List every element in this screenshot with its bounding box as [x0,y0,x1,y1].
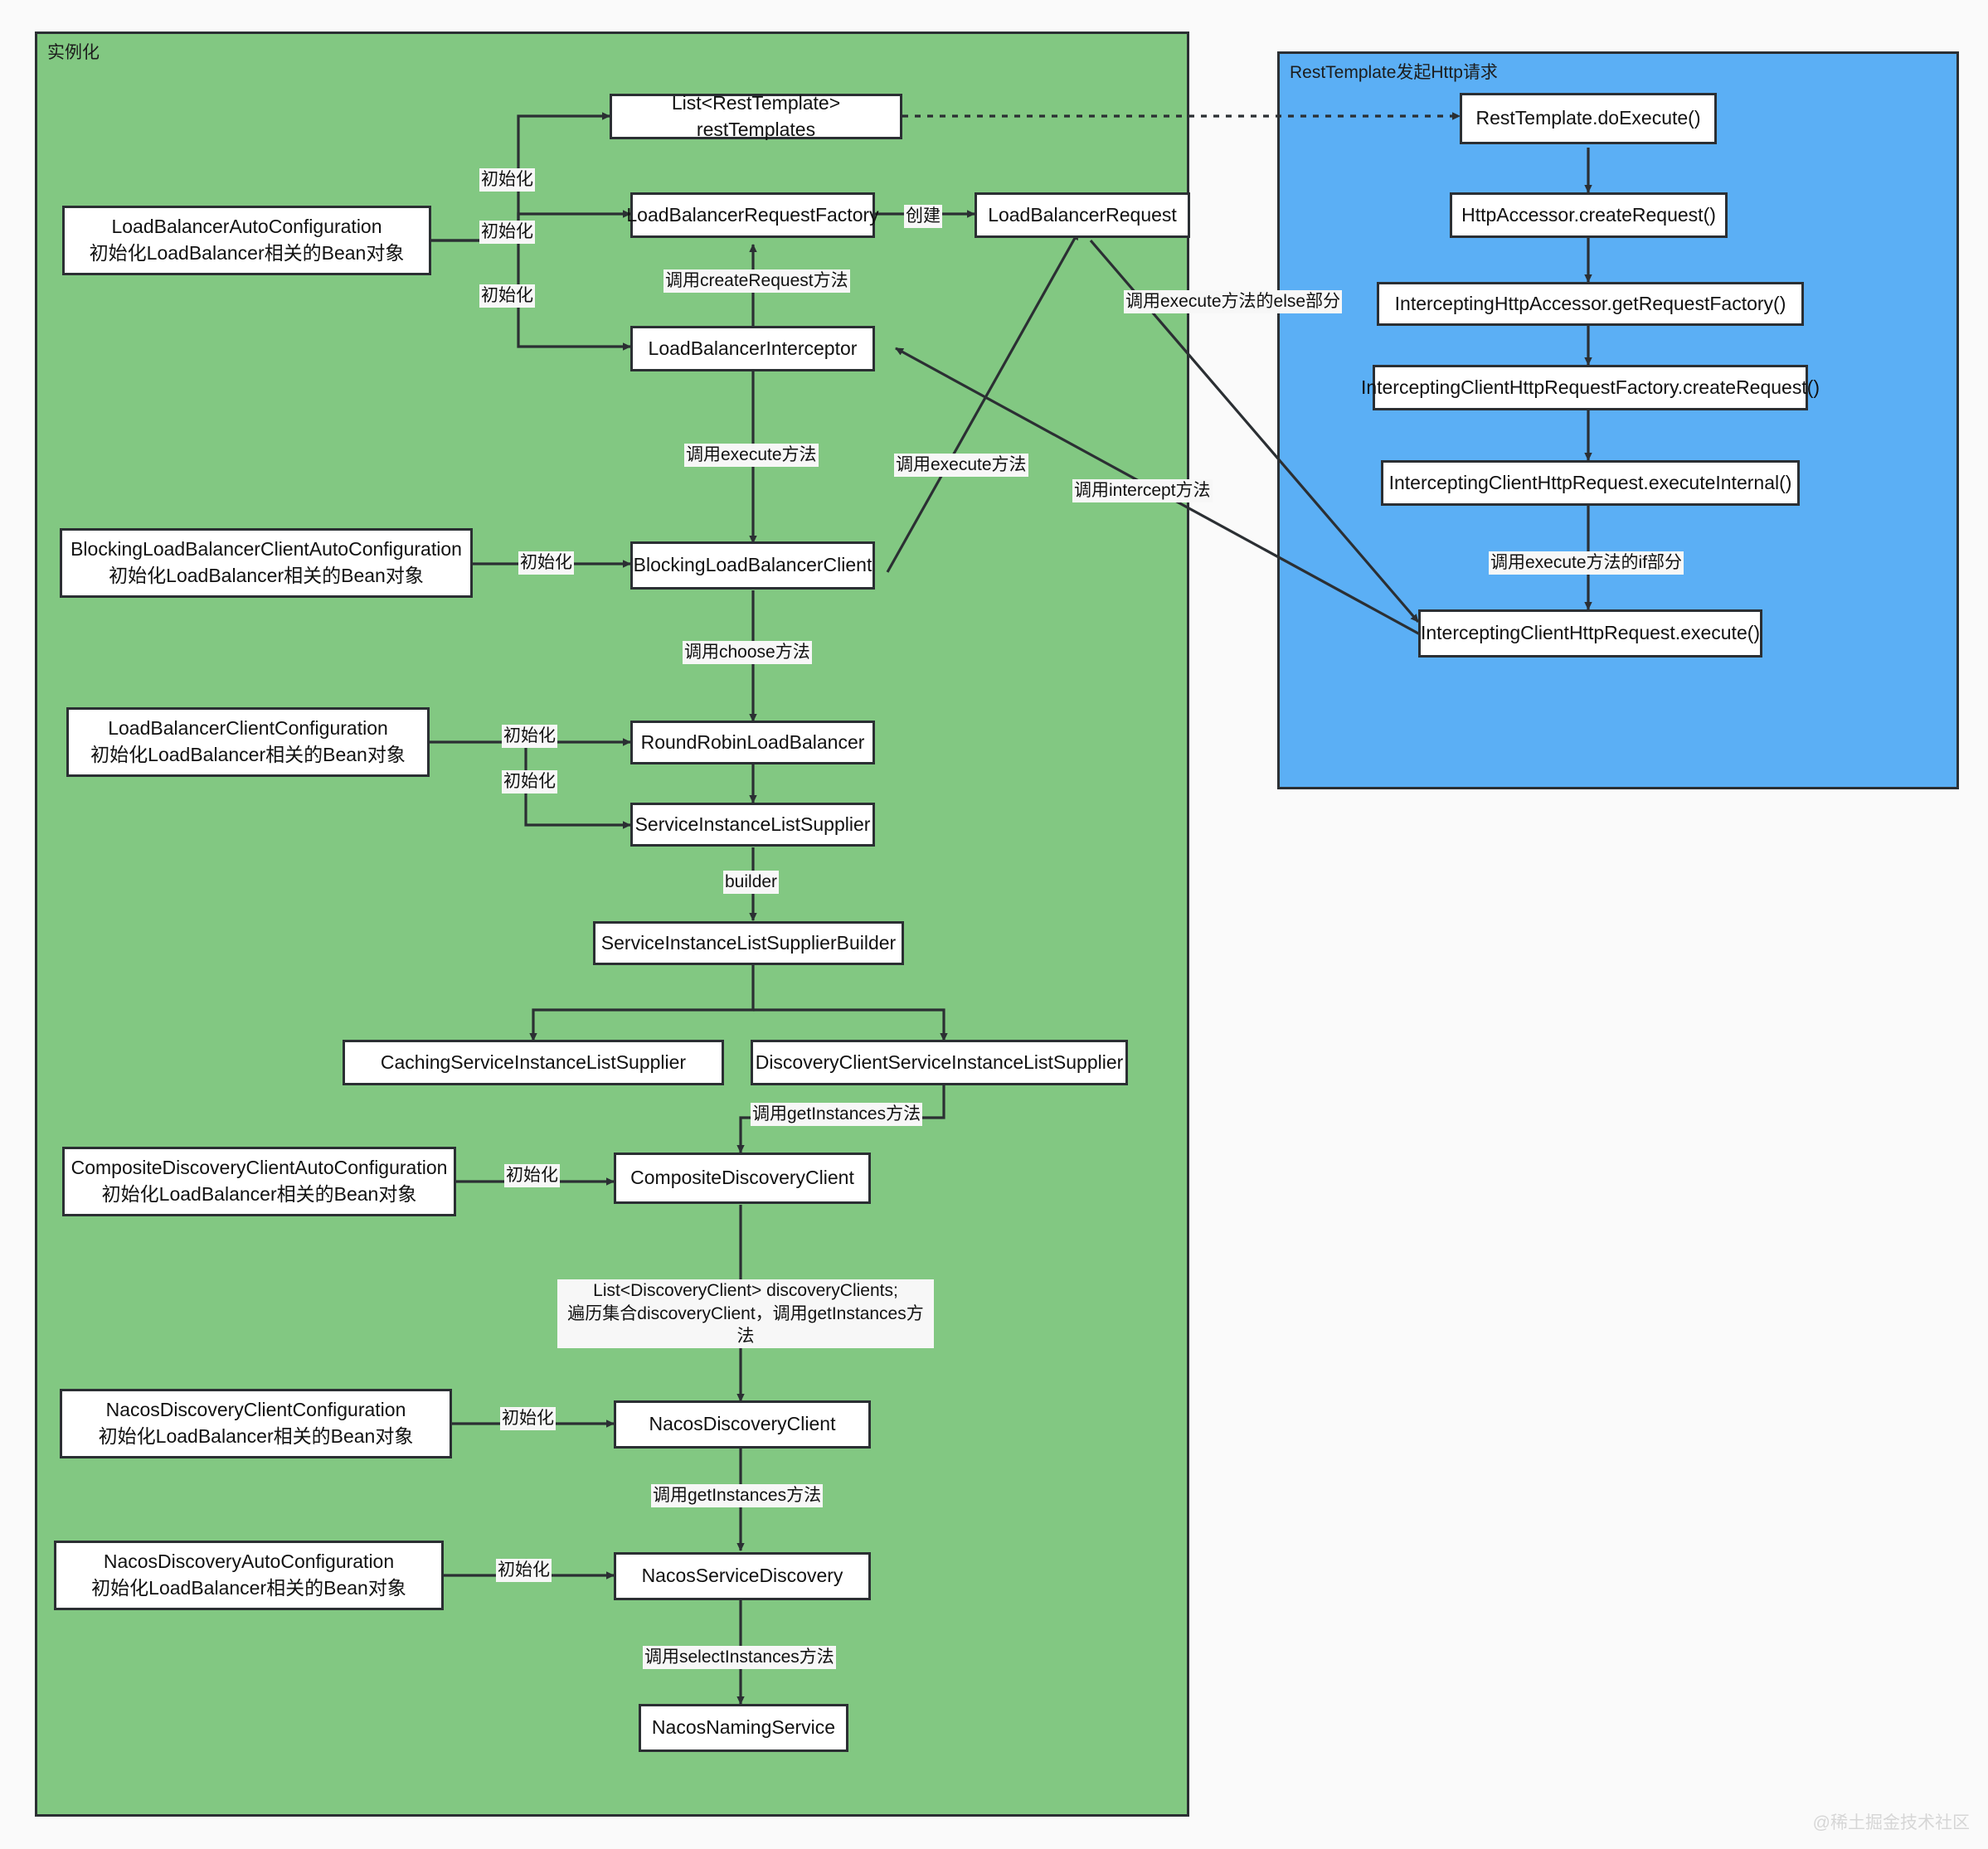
node-rest-templates[interactable]: List<RestTemplate> restTemplates [610,92,902,140]
node-service-instance-list-supplier[interactable]: ServiceInstanceListSupplier [630,803,875,847]
node-composite-discovery-client-autoconfiguration[interactable]: CompositeDiscoveryClientAutoConfiguratio… [62,1147,456,1216]
node-label: ServiceInstanceListSupplierBuilder [600,931,897,954]
edge-label-line-1: List<DiscoveryClient> discoveryClients; [593,1281,898,1300]
edge-label-init-sils: 初始化 [502,770,557,793]
node-sublabel: 初始化LoadBalancer相关的Bean对象 [91,1577,406,1599]
node-nacos-service-discovery[interactable]: NacosServiceDiscovery [614,1552,871,1600]
edge-label-call-selectinstances: 调用selectInstances方法 [643,1646,836,1669]
edge-label-call-intercept: 调用intercept方法 [1072,479,1213,502]
node-loadbalancer-client-configuration[interactable]: LoadBalancerClientConfiguration 初始化LoadB… [66,707,430,777]
node-label: LoadBalancerRequest [988,203,1177,226]
node-interceptingclienthttprequest-executeinternal[interactable]: InterceptingClientHttpRequest.executeInt… [1381,460,1800,506]
node-label: DiscoveryClientServiceInstanceListSuppli… [755,1051,1124,1073]
edge-label-init-composite: 初始化 [504,1164,560,1187]
edge-label-discovery-clients: List<DiscoveryClient> discoveryClients; … [557,1279,934,1349]
node-label: LoadBalancerInterceptor [648,337,858,359]
edge-label-line-2: 遍历集合discoveryClient，调用getInstances方法 [567,1303,924,1347]
node-nacos-discovery-client-configuration[interactable]: NacosDiscoveryClientConfiguration 初始化Loa… [60,1389,452,1458]
node-interceptinghttpaccessor-getrequestfactory[interactable]: InterceptingHttpAccessor.getRequestFacto… [1377,282,1804,326]
node-label: NacosServiceDiscovery [641,1565,843,1587]
node-label: RoundRobinLoadBalancer [640,730,865,753]
node-label: NacosDiscoveryClientConfiguration [105,1399,406,1421]
node-loadbalancer-autoconfiguration[interactable]: LoadBalancerAutoConfiguration 初始化LoadBal… [62,206,431,275]
node-sublabel: 初始化LoadBalancer相关的Bean对象 [98,1425,414,1447]
instantiation-group-label: 实例化 [47,43,100,62]
node-label: InterceptingClientHttpRequestFactory.cre… [1360,376,1820,398]
edge-label-call-createrequest: 调用createRequest方法 [663,269,850,293]
node-label: ServiceInstanceListSupplier [634,813,871,835]
node-resttemplate-doexecute[interactable]: RestTemplate.doExecute() [1460,93,1717,144]
edge-label-call-getinstances-1: 调用getInstances方法 [751,1103,923,1126]
node-label: CompositeDiscoveryClientAutoConfiguratio… [70,1157,448,1179]
edge-label-init-blocking: 初始化 [518,551,574,575]
edge-label-init-interceptor: 初始化 [479,284,535,308]
node-composite-discovery-client[interactable]: CompositeDiscoveryClient [614,1153,871,1204]
edge-label-init-nacos-client: 初始化 [500,1407,556,1430]
node-interceptingclienthttprequest-execute[interactable]: InterceptingClientHttpRequest.execute() [1418,609,1762,658]
node-label: BlockingLoadBalancerClient [633,554,872,576]
edge-label-call-choose: 调用choose方法 [683,641,812,664]
node-label: NacosDiscoveryAutoConfiguration [103,1551,395,1573]
node-label: NacosDiscoveryClient [649,1413,836,1435]
node-label: InterceptingHttpAccessor.getRequestFacto… [1394,292,1786,314]
node-caching-service-instance-list-supplier[interactable]: CachingServiceInstanceListSupplier [343,1040,724,1085]
node-label: InterceptingClientHttpRequest.executeInt… [1388,471,1792,493]
edge-label-init-roundrobin: 初始化 [502,725,557,748]
node-httpaccessor-createrequest[interactable]: HttpAccessor.createRequest() [1450,192,1728,238]
node-sublabel: 初始化LoadBalancer相关的Bean对象 [109,565,424,586]
node-sublabel: 初始化LoadBalancer相关的Bean对象 [89,242,405,264]
node-label: NacosNamingService [651,1716,836,1739]
node-sublabel: 初始化LoadBalancer相关的Bean对象 [101,1183,417,1205]
edge-label-call-execute-if: 调用execute方法的if部分 [1489,551,1684,575]
node-label: LoadBalancerRequestFactory [626,203,879,226]
node-nacos-discovery-client[interactable]: NacosDiscoveryClient [614,1400,871,1449]
resttemplate-http-group: RestTemplate发起Http请求 [1277,51,1959,789]
edge-label-call-execute-else: 调用execute方法的else部分 [1124,290,1343,313]
node-label: CompositeDiscoveryClient [630,1167,854,1189]
node-label: CachingServiceInstanceListSupplier [380,1051,687,1073]
edge-label-builder: builder [723,871,780,894]
node-interceptingclienthttprequestfactory-createrequest[interactable]: InterceptingClientHttpRequestFactory.cre… [1361,365,1820,410]
node-label: RestTemplate.doExecute() [1475,107,1701,129]
edge-label-call-execute-vertical: 调用execute方法 [684,444,819,467]
node-blocking-lb-client-autoconfiguration[interactable]: BlockingLoadBalancerClientAutoConfigurat… [60,528,473,598]
node-label: LoadBalancerAutoConfiguration [111,216,382,238]
node-loadbalancer-request-factory[interactable]: LoadBalancerRequestFactory [626,192,879,238]
node-round-robin-loadbalancer[interactable]: RoundRobinLoadBalancer [630,721,875,764]
edge-label-call-execute-diagonal: 调用execute方法 [894,454,1028,477]
edge-label-init-request-factory: 初始化 [479,221,535,244]
node-sublabel: 初始化LoadBalancer相关的Bean对象 [90,744,406,765]
node-nacos-naming-service[interactable]: NacosNamingService [639,1704,848,1752]
edge-label-call-getinstances-2: 调用getInstances方法 [651,1484,824,1507]
edge-label-init-nacos-auto: 初始化 [496,1559,552,1582]
node-service-instance-list-supplier-builder[interactable]: ServiceInstanceListSupplierBuilder [593,921,904,965]
node-label: HttpAccessor.createRequest() [1461,203,1716,226]
node-label: BlockingLoadBalancerClientAutoConfigurat… [70,538,462,561]
watermark: @稀土掘金技术社区 [1812,1813,1970,1832]
resttemplate-http-group-label: RestTemplate发起Http请求 [1290,63,1498,82]
node-blocking-loadbalancer-client[interactable]: BlockingLoadBalancerClient [630,541,875,590]
node-loadbalancer-request[interactable]: LoadBalancerRequest [975,192,1190,238]
node-label: List<RestTemplate> restTemplates [671,91,841,140]
node-loadbalancer-interceptor[interactable]: LoadBalancerInterceptor [630,326,875,371]
edge-label-create: 创建 [904,205,942,228]
edge-label-init-resttemplates: 初始化 [479,168,535,192]
node-discovery-client-service-instance-list-supplier[interactable]: DiscoveryClientServiceInstanceListSuppli… [751,1040,1128,1085]
node-label: InterceptingClientHttpRequest.execute() [1420,622,1761,644]
node-label: LoadBalancerClientConfiguration [108,717,388,740]
node-nacos-discovery-autoconfiguration[interactable]: NacosDiscoveryAutoConfiguration 初始化LoadB… [54,1541,444,1610]
